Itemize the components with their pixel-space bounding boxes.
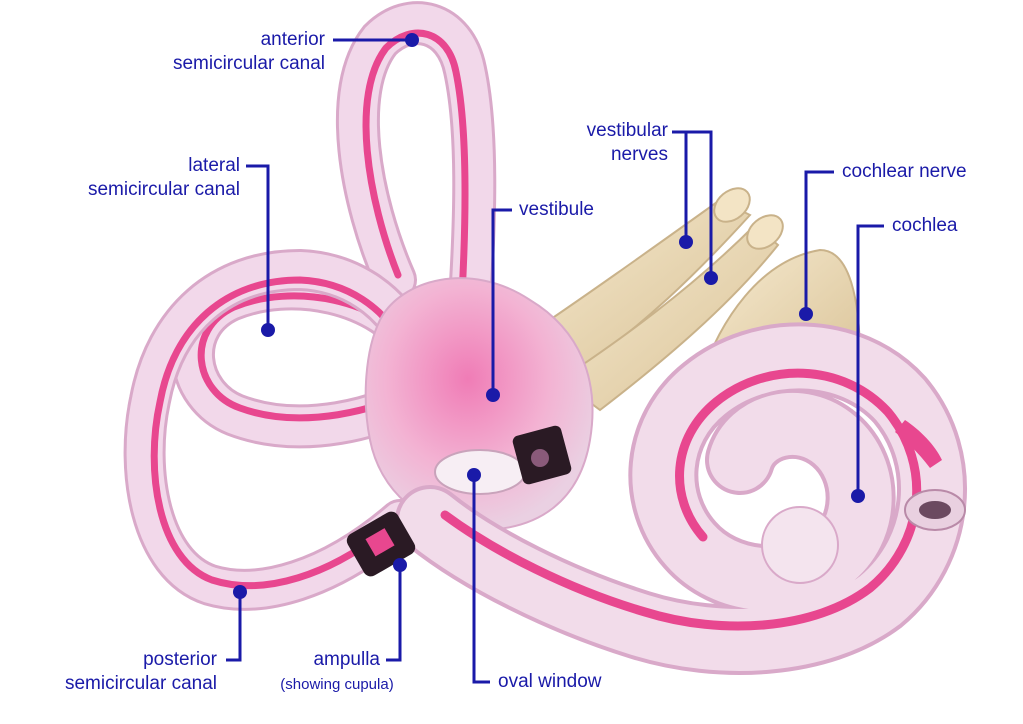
label-posterior-line1: posterior (143, 649, 217, 670)
label-anterior-line1: anterior (260, 29, 325, 50)
cochlear-nerve-pointer (804, 170, 834, 314)
label-posterior: posterior semicircular canal (5, 648, 217, 696)
cochlea-shape (395, 322, 967, 675)
label-oval-window-text: oval window (498, 671, 602, 692)
label-cochlea-text: cochlea (892, 215, 958, 236)
oval-window-dot (467, 468, 481, 482)
label-cochlear-nerve-text: cochlear nerve (842, 161, 967, 182)
ampulla-pointer (386, 565, 402, 662)
label-posterior-line2: semicircular canal (64, 673, 217, 694)
label-ampulla: ampulla (250, 648, 380, 672)
pointer-dots (233, 33, 865, 599)
lateral-dot (261, 323, 275, 337)
cochlea-tip-shape (895, 420, 966, 531)
oval-window-pointer (472, 475, 490, 684)
label-anterior: anterior semicircular canal (110, 28, 325, 76)
anterior-dot (405, 33, 419, 47)
posterior-dot (233, 585, 247, 599)
label-lateral: lateral semicircular canal (20, 154, 240, 202)
label-anterior-line2: semicircular canal (172, 53, 325, 74)
ampulla-dot (393, 558, 407, 572)
lateral-pointer (246, 164, 270, 330)
cochlear-nerve-dot (799, 307, 813, 321)
label-vestibule-text: vestibule (519, 199, 594, 220)
label-lateral-line2: semicircular canal (87, 179, 240, 200)
vestibular-dot-2 (704, 271, 718, 285)
vestibule-dot (486, 388, 500, 402)
anterior-canal-shape (335, 1, 497, 322)
label-vestibular-line2: nerves (610, 144, 668, 165)
vestibule-pointer (491, 208, 512, 395)
label-ampulla-text: ampulla (313, 649, 380, 670)
label-vestibular-line1: vestibular (586, 120, 668, 141)
label-ampulla-note-text: (showing cupula) (280, 676, 394, 693)
label-vestibule: vestibule (519, 198, 594, 222)
cochlea-dot (851, 489, 865, 503)
label-cochlea: cochlea (892, 214, 958, 238)
posterior-pointer (226, 592, 242, 662)
vestibule-opening-shape (512, 425, 572, 485)
label-vestibular-nerves: vestibular nerves (540, 119, 668, 167)
label-lateral-line1: lateral (188, 155, 240, 176)
cochlea-pointer (856, 224, 884, 496)
label-ampulla-note: (showing cupula) (252, 676, 422, 694)
label-oval-window: oval window (498, 670, 602, 694)
posterior-canal-shape (123, 248, 431, 611)
label-cochlear-nerve: cochlear nerve (842, 160, 967, 184)
pointer-lines (226, 38, 884, 684)
vestibular-dot-1 (679, 235, 693, 249)
